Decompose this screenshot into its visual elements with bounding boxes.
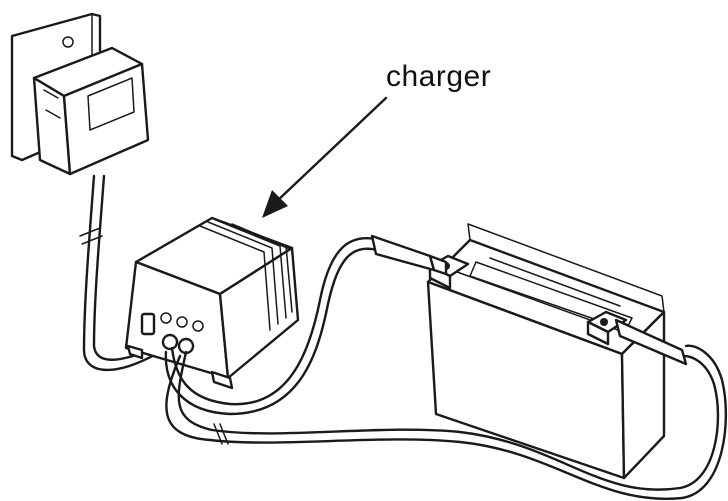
adapter-cable [79, 174, 168, 372]
battery-terminal-right [586, 310, 628, 346]
charger-switch [140, 312, 156, 336]
indicator-lights [160, 312, 204, 332]
charger-ridges [199, 219, 293, 331]
charger-pointer-arrow [262, 96, 388, 218]
plug-adapter [32, 46, 150, 176]
charging-lead-left [164, 234, 448, 416]
charger-label: charger [386, 60, 492, 93]
charging-lead-right [165, 318, 728, 500]
battery [426, 223, 666, 480]
charger-unit [124, 216, 300, 390]
